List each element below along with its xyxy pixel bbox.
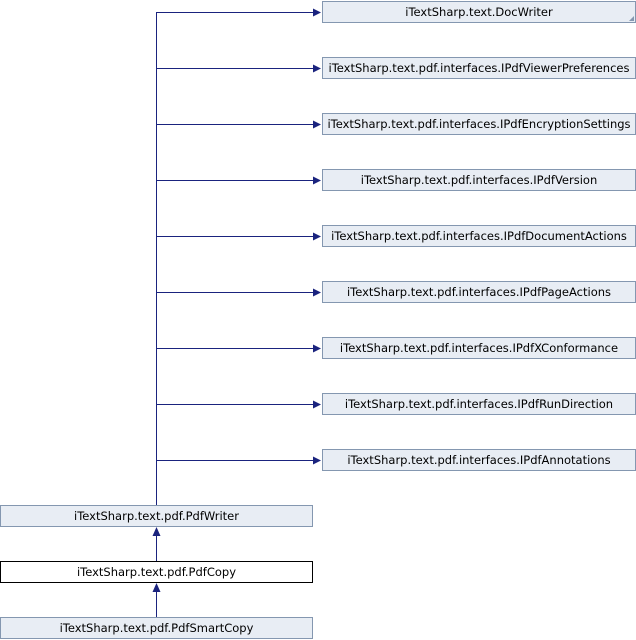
class-node-pdfwriter[interactable]: iTextSharp.text.pdf.PdfWriter bbox=[0, 505, 313, 527]
class-node-ipdfrundirection[interactable]: iTextSharp.text.pdf.interfaces.IPdfRunDi… bbox=[322, 393, 636, 415]
class-node-label: iTextSharp.text.DocWriter bbox=[405, 5, 553, 19]
class-node-label: iTextSharp.text.pdf.interfaces.IPdfXConf… bbox=[339, 341, 619, 355]
class-node-label: iTextSharp.text.pdf.interfaces.IPdfDocum… bbox=[331, 229, 627, 243]
class-node-label: iTextSharp.text.pdf.interfaces.IPdfRunDi… bbox=[344, 397, 614, 411]
class-node-pdfcopy: iTextSharp.text.pdf.PdfCopy bbox=[0, 561, 313, 583]
class-node-label: iTextSharp.text.pdf.PdfWriter bbox=[74, 509, 239, 523]
edge-arrowhead bbox=[313, 176, 321, 185]
class-node-label: iTextSharp.text.pdf.interfaces.IPdfEncry… bbox=[327, 117, 631, 131]
truncated-corner-icon bbox=[629, 16, 634, 21]
class-node-ipdfdocumentactions[interactable]: iTextSharp.text.pdf.interfaces.IPdfDocum… bbox=[322, 225, 636, 247]
class-node-label: iTextSharp.text.pdf.interfaces.IPdfVersi… bbox=[360, 173, 598, 187]
class-node-pdfsmartcopy[interactable]: iTextSharp.text.pdf.PdfSmartCopy bbox=[0, 617, 313, 639]
class-node-ipdfencryptionsettings[interactable]: iTextSharp.text.pdf.interfaces.IPdfEncry… bbox=[322, 113, 636, 135]
class-node-docwriter[interactable]: iTextSharp.text.DocWriter bbox=[322, 1, 636, 23]
edge-arrowhead bbox=[152, 527, 161, 536]
class-node-ipdfannotations[interactable]: iTextSharp.text.pdf.interfaces.IPdfAnnot… bbox=[322, 449, 636, 471]
edge-arrowhead bbox=[152, 583, 161, 592]
class-node-label: iTextSharp.text.pdf.interfaces.IPdfPageA… bbox=[346, 285, 612, 299]
edge-arrowhead bbox=[313, 456, 321, 465]
class-node-label: iTextSharp.text.pdf.PdfCopy bbox=[76, 565, 237, 579]
class-node-label: iTextSharp.text.pdf.interfaces.IPdfViewe… bbox=[328, 61, 630, 75]
class-node-ipdfpageactions[interactable]: iTextSharp.text.pdf.interfaces.IPdfPageA… bbox=[322, 281, 636, 303]
edge-arrowhead bbox=[313, 8, 321, 17]
edge-arrowhead bbox=[313, 400, 321, 409]
edge-arrowhead bbox=[313, 120, 321, 129]
edge-arrowhead bbox=[313, 288, 321, 297]
class-node-ipdfversion[interactable]: iTextSharp.text.pdf.interfaces.IPdfVersi… bbox=[322, 169, 636, 191]
class-node-label: iTextSharp.text.pdf.interfaces.IPdfAnnot… bbox=[347, 453, 611, 467]
class-node-label: iTextSharp.text.pdf.PdfSmartCopy bbox=[59, 621, 254, 635]
edge-arrowhead bbox=[313, 232, 321, 241]
edge-arrowhead bbox=[313, 344, 321, 353]
class-node-ipdfviewerpreferences[interactable]: iTextSharp.text.pdf.interfaces.IPdfViewe… bbox=[322, 57, 636, 79]
class-node-ipdfxconformance[interactable]: iTextSharp.text.pdf.interfaces.IPdfXConf… bbox=[322, 337, 636, 359]
edge-arrowhead bbox=[313, 64, 321, 73]
